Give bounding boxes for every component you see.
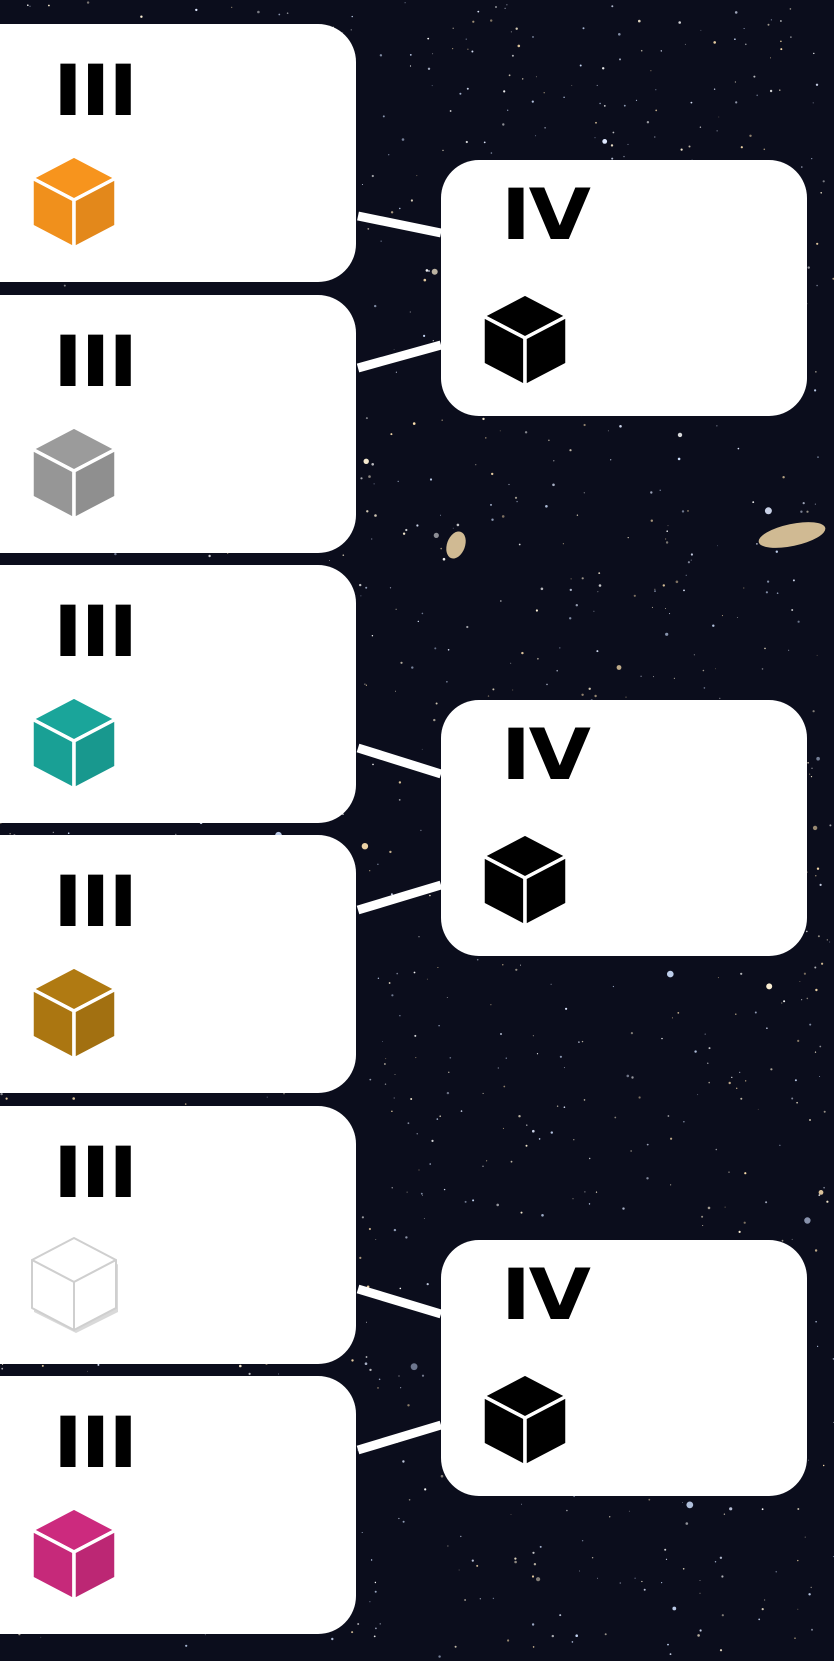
node-label: IV (501, 714, 591, 796)
tier-iv-node-1: IV (441, 160, 807, 416)
node-label: III (53, 861, 138, 943)
tier-iv-node-3: IV (441, 1240, 807, 1496)
cube-face (73, 1259, 117, 1331)
tier-iii-node-3: III (0, 565, 356, 823)
tier-iii-node-1: III (0, 24, 356, 282)
node-label: III (53, 321, 138, 403)
cube-icon (30, 154, 118, 250)
cube-icon (30, 425, 118, 521)
tier-iii-node-5: III (0, 1106, 356, 1364)
cube-face (72, 447, 118, 521)
tier-iv-node-2: IV (441, 700, 807, 956)
cube-icon (31, 1237, 118, 1333)
cube-icon (481, 1372, 569, 1468)
cube-face (72, 717, 118, 791)
tier-iii-node-4: III (0, 835, 356, 1093)
cube-face (72, 1528, 118, 1602)
cube-icon (30, 1506, 118, 1602)
node-label: IV (501, 174, 591, 256)
cube-icon (30, 965, 118, 1061)
tier-iii-node-6: III (0, 1376, 356, 1634)
cube-icon (30, 695, 118, 791)
cube-icon (481, 292, 569, 388)
node-label: III (53, 591, 138, 673)
cube-face (72, 176, 118, 250)
node-label: III (53, 1402, 138, 1484)
node-label: III (53, 50, 138, 132)
cube-icon (481, 832, 569, 928)
tier-iii-node-2: III (0, 295, 356, 553)
cube-face (523, 854, 569, 928)
node-label: III (53, 1132, 138, 1214)
cube-face (523, 1394, 569, 1468)
cube-face (72, 987, 118, 1061)
cube-face (523, 314, 569, 388)
node-label: IV (501, 1254, 591, 1336)
